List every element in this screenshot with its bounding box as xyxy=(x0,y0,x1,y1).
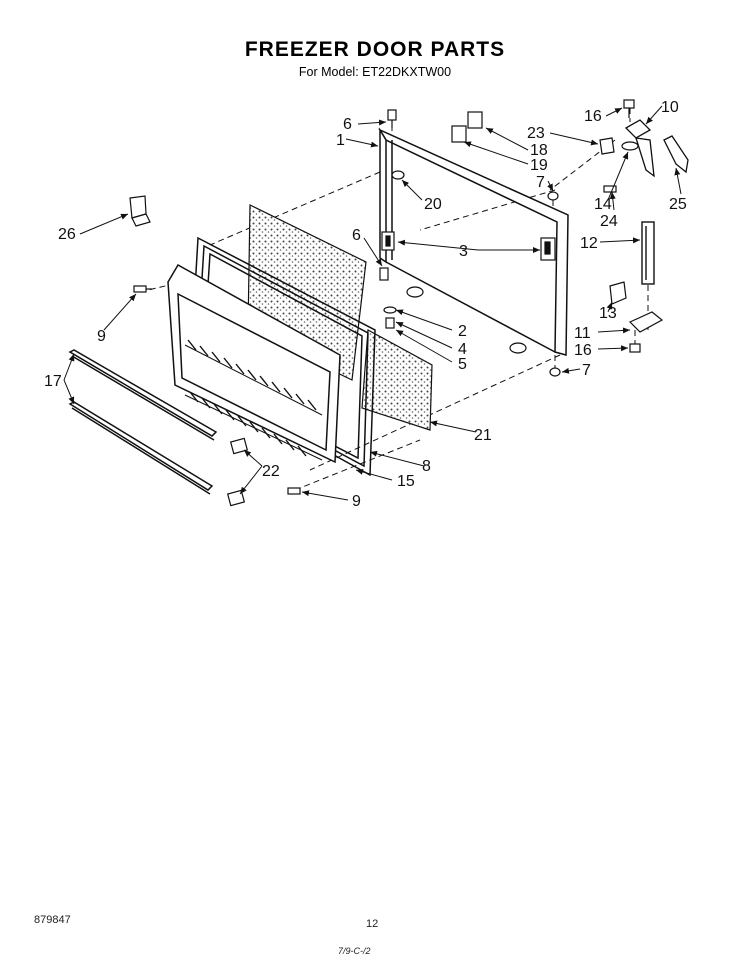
callout-20: 20 xyxy=(424,196,442,213)
pads-18-19 xyxy=(451,111,483,143)
callout-labels: 6 1 18 19 20 16 10 23 7 14 24 25 26 6 3 … xyxy=(44,99,687,510)
callout-6-top: 6 xyxy=(343,116,352,133)
screw-9-bottom xyxy=(287,487,301,495)
screw-16-bottom xyxy=(629,343,641,353)
callout-26: 26 xyxy=(58,226,76,243)
spacer-14 xyxy=(621,141,639,151)
callout-17: 17 xyxy=(44,373,62,390)
callout-6-mid: 6 xyxy=(352,227,361,244)
hinge-bracket-right xyxy=(540,237,556,261)
page-number: 12 xyxy=(366,918,379,930)
callout-leaders xyxy=(63,105,682,501)
handle-12 xyxy=(641,221,655,285)
callout-2: 2 xyxy=(458,323,467,340)
callout-4: 4 xyxy=(458,341,467,358)
callout-13: 13 xyxy=(599,305,617,322)
callout-12: 12 xyxy=(580,235,598,252)
plug-7-top xyxy=(547,191,559,201)
shelf-end-caps xyxy=(226,437,249,507)
callout-16-bottom: 16 xyxy=(574,342,592,359)
callout-10: 10 xyxy=(661,99,679,116)
liner-shelf-ribs xyxy=(187,339,317,457)
bracket-26 xyxy=(129,195,151,227)
callout-16-top: 16 xyxy=(584,108,602,125)
date-code: 7/9-C-/2 xyxy=(338,946,371,956)
bushing-4-5 xyxy=(383,306,397,329)
plug-7-bottom xyxy=(549,367,561,377)
document-code: 879847 xyxy=(34,914,71,926)
callout-14: 14 xyxy=(594,196,612,213)
page-title: FREEZER DOOR PARTS xyxy=(244,38,506,61)
screw-9-left xyxy=(133,285,152,293)
callout-24: 24 xyxy=(600,213,618,230)
screw-6-mid xyxy=(379,267,389,281)
callout-19: 19 xyxy=(530,157,548,174)
callout-8: 8 xyxy=(422,458,431,475)
bracket-13 xyxy=(609,281,627,305)
callout-1: 1 xyxy=(336,132,345,149)
callout-15: 15 xyxy=(397,473,415,490)
callout-21: 21 xyxy=(474,427,492,444)
screw-16-top xyxy=(623,99,635,118)
callout-9-left: 9 xyxy=(97,328,106,345)
callout-22: 22 xyxy=(262,463,280,480)
door-stop-pads xyxy=(391,170,527,354)
callout-7-top: 7 xyxy=(536,174,545,191)
callout-5: 5 xyxy=(458,356,467,373)
hinge-10 xyxy=(624,119,655,178)
hinge-cover-25 xyxy=(663,135,689,174)
outer-door-panel xyxy=(378,127,569,356)
shelf-bar-upper xyxy=(68,349,218,441)
screw-24 xyxy=(603,185,617,193)
shim-23 xyxy=(599,137,615,155)
hinge-bracket-left xyxy=(381,231,395,251)
hinge-11 xyxy=(628,311,664,333)
screw-6-top xyxy=(387,109,397,128)
callout-23: 23 xyxy=(527,125,545,142)
callout-25: 25 xyxy=(669,196,687,213)
callout-11: 11 xyxy=(574,325,591,342)
inner-door-liner xyxy=(167,263,341,464)
callout-7-bottom: 7 xyxy=(582,362,591,379)
callout-9-bottom: 9 xyxy=(352,493,361,510)
shelf-bar-lower xyxy=(68,401,214,495)
callout-18: 18 xyxy=(530,142,548,159)
model-subtitle: For Model: ET22DKXTW00 xyxy=(298,65,452,79)
callout-3: 3 xyxy=(459,243,468,260)
